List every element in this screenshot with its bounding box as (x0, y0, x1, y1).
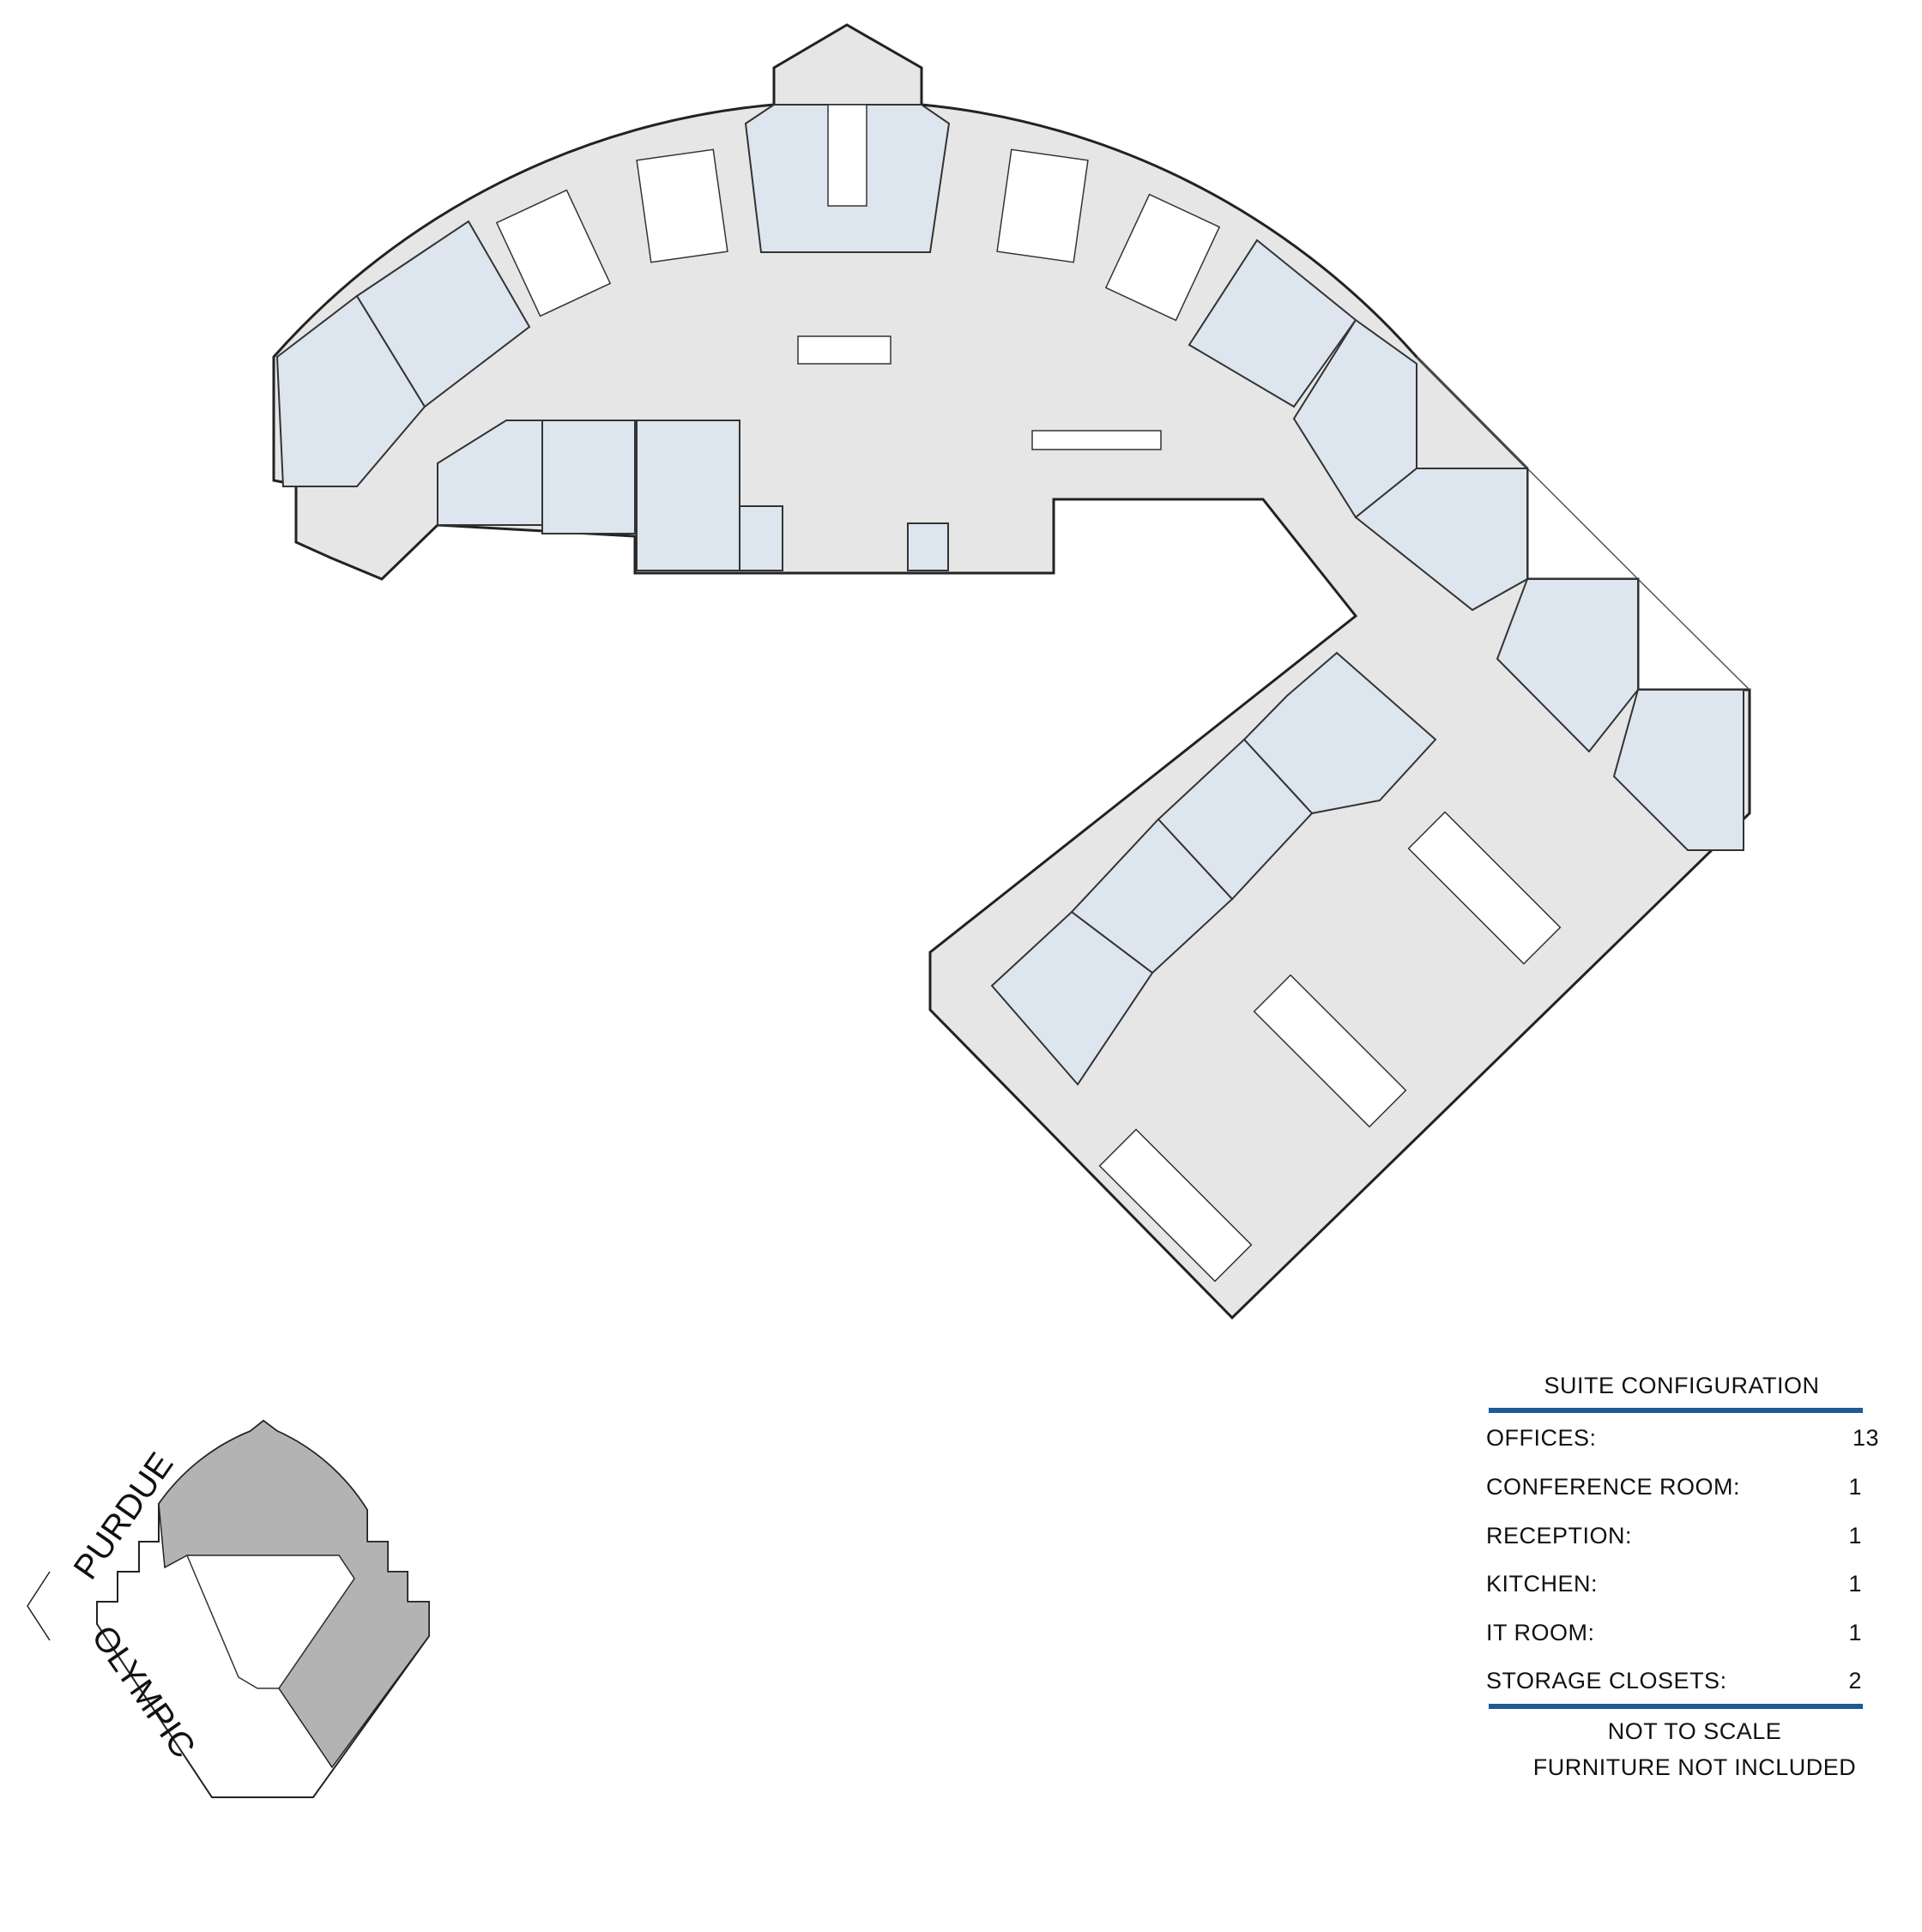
kitchen-counter (1031, 430, 1162, 450)
furniture (495, 104, 1562, 1283)
row-value-reception: 1 (1848, 1523, 1862, 1549)
row-value-offices: 13 (1852, 1425, 1879, 1451)
key-plan (27, 1419, 430, 1798)
key-plan-core (185, 1555, 355, 1689)
office (541, 420, 636, 534)
row-label-reception: RECEPTION: (1486, 1523, 1633, 1549)
storage-closet (907, 522, 949, 571)
office (1496, 578, 1639, 753)
note-not-to-scale: NOT TO SCALE (1607, 1718, 1782, 1744)
office (990, 910, 1154, 1086)
row-label-kitchen: KITCHEN: (1486, 1571, 1599, 1597)
office (636, 420, 740, 571)
row-value-kitchen: 1 (1848, 1571, 1862, 1597)
row-label-it-room: IT ROOM: (1486, 1620, 1595, 1645)
offices (275, 104, 1744, 1086)
office (1354, 468, 1528, 612)
divider (1489, 1408, 1863, 1413)
storage-closet (739, 505, 783, 571)
office (437, 420, 543, 526)
suite-configuration-title: SUITE CONFIGURATION (1544, 1373, 1820, 1398)
office (1188, 238, 1357, 408)
row-value-storage-closets: 2 (1848, 1668, 1862, 1694)
reception-desk (797, 335, 891, 365)
workstations (495, 148, 1562, 1283)
conference-table (827, 104, 867, 207)
row-label-offices: OFFICES: (1486, 1425, 1597, 1451)
office (355, 220, 531, 408)
window-wall (1416, 356, 1750, 691)
row-label-storage-closets: STORAGE CLOSETS: (1486, 1668, 1727, 1694)
office (1612, 689, 1744, 851)
row-label-conference-room: CONFERENCE ROOM: (1486, 1474, 1741, 1500)
row-value-it-room: 1 (1848, 1620, 1862, 1645)
north-arrow-lines (27, 1571, 51, 1641)
key-plan-suite-highlight (158, 1420, 430, 1769)
row-value-conference-room: 1 (1848, 1474, 1862, 1500)
office (275, 294, 426, 487)
note-furniture-not-included: FURNITURE NOT INCLUDED (1532, 1754, 1857, 1780)
divider (1489, 1704, 1863, 1709)
